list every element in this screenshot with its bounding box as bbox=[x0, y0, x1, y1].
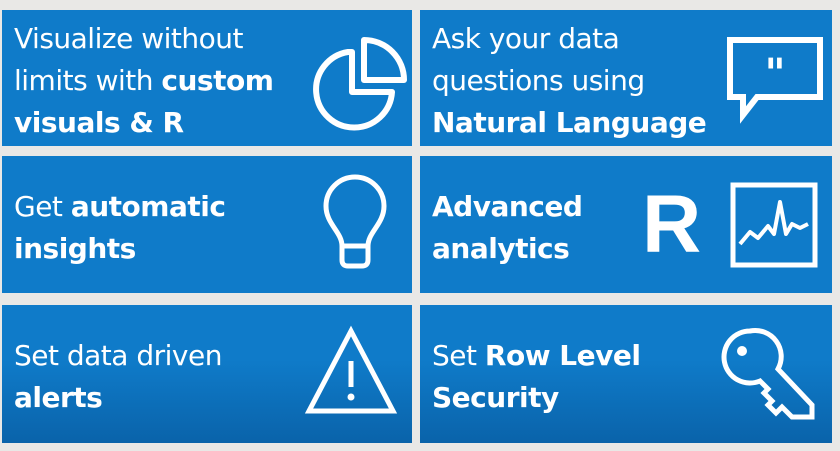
speech-bubble-quote-icon: " bbox=[727, 37, 823, 124]
r-logo: R bbox=[642, 179, 702, 270]
tile-advanced-analytics: Advanced analytics R bbox=[420, 156, 832, 293]
tile-text: Visualize without limits with custom vis… bbox=[14, 22, 274, 139]
tile-text: Get automatic insights bbox=[14, 190, 226, 265]
lightbulb-icon bbox=[323, 174, 387, 269]
tile-text: Set data driven alerts bbox=[14, 339, 222, 414]
tile-natural-language: Ask your data questions using Natural La… bbox=[420, 10, 832, 146]
tile-text: Ask your data questions using Natural La… bbox=[432, 22, 707, 139]
tile-custom-visuals: Visualize without limits with custom vis… bbox=[2, 10, 412, 146]
pie-chart-icon bbox=[313, 37, 407, 131]
line-chart-icon bbox=[730, 182, 818, 268]
tile-data-alerts: Set data driven alerts bbox=[2, 305, 412, 443]
tile-row-level-security: Set Row Level Security bbox=[420, 305, 832, 443]
tile-text: Advanced analytics bbox=[432, 190, 583, 265]
tile-text: Set Row Level Security bbox=[432, 339, 641, 414]
svg-text:": " bbox=[765, 51, 786, 97]
key-icon bbox=[721, 327, 815, 420]
warning-icon bbox=[304, 325, 398, 414]
tile-automatic-insights: Get automatic insights bbox=[2, 156, 412, 293]
